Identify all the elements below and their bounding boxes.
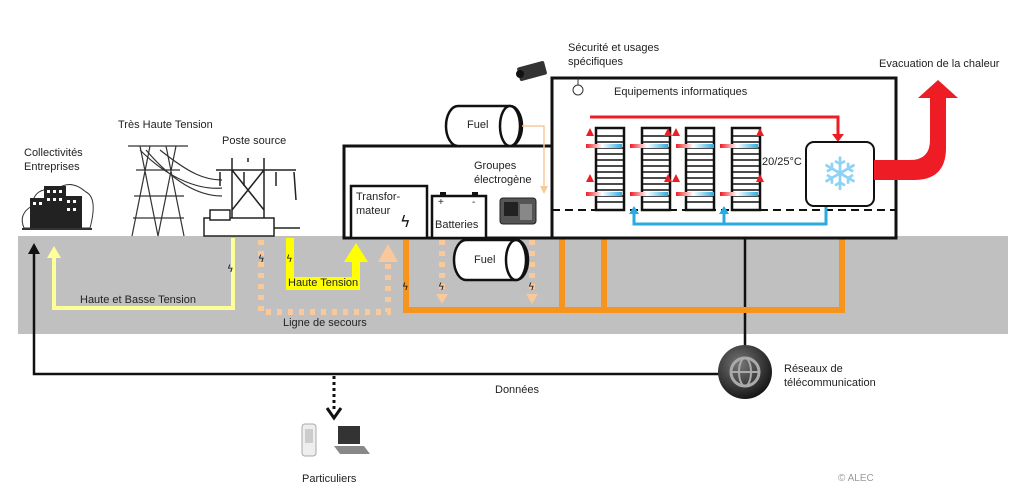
temperature-label: 20/25°C [762,156,802,168]
hot-air-arrow [756,174,764,182]
transformer-lightning-icon: ϟ [400,212,411,231]
equipements-label: Equipements informatiques [614,86,748,98]
lightning-icons: ϟ ϟ ϟ ϟ ϟ ϟ [227,254,535,293]
hot-air-arrow [756,128,764,136]
airflow-bar [586,192,622,196]
svg-text:ϟ: ϟ [438,282,445,293]
hot-air-arrow [664,174,672,182]
hot-air-arrow [672,174,680,182]
battery-plus-label: + [438,197,444,208]
server-rack [684,126,716,212]
svg-text:ϟ: ϟ [258,254,265,265]
cold-air-flow [632,206,828,226]
airflow-bar [586,144,622,148]
transformateur-label: Transfor-mateur [356,191,401,217]
fuel-top-label: Fuel [467,119,489,131]
laptop-icon [334,426,370,454]
transformer-box [349,184,429,240]
ligne-de-secours-label: Ligne de secours [283,317,367,329]
server-rack [730,126,762,212]
fuel-bottom-label: Fuel [474,254,496,266]
airflow-bar [676,144,714,148]
phone-icon [301,423,317,457]
poste-source-label: Poste source [222,135,287,147]
hot-air-arrow [586,128,594,136]
svg-text:ϟ: ϟ [227,264,234,275]
globe-icon [718,345,772,399]
fuel-feed-line [522,125,545,190]
fuel-tank-top [444,104,524,148]
evacuation-label: Evacuation de la chaleur [879,58,1000,70]
tres-haute-tension-label: Très Haute Tension [118,119,213,131]
haute-basse-tension-label: Haute et Basse Tension [80,294,196,306]
heat-evacuation-arrow [874,80,958,180]
hot-air-arrow [672,128,680,136]
haute-tension-label: Haute Tension [286,277,361,289]
generator-icon [499,197,537,225]
haute-basse-tension-line [47,238,235,310]
poste-source-icon [203,158,300,237]
batteries-box [430,194,488,240]
hot-air-arrow [664,128,672,136]
svg-text:ϟ: ϟ [402,282,409,293]
particuliers-label: Particuliers [302,473,357,485]
svg-text:ϟ: ϟ [286,254,293,265]
svg-text:ϟ: ϟ [528,282,535,293]
battery-minus-label: - [472,197,476,208]
camera-icon [516,61,547,81]
snowflake-icon: ❄ [821,147,860,201]
airflow-bar [676,192,714,196]
donnees-label: Données [495,384,540,396]
hot-air-arrow [586,174,594,182]
airflow-bar [630,144,668,148]
server-racks [586,126,764,212]
server-rack [594,126,626,212]
ligne-de-secours [258,240,535,315]
pylon-icon [128,145,223,237]
fuel-tank-bottom [452,238,530,282]
airflow-bar [630,192,668,196]
hot-air-flow [590,115,840,136]
batteries-label: Batteries [435,219,479,231]
copyright-label: © ALEC [838,473,874,484]
secours-arrowhead [378,244,398,262]
buildings-icon [21,184,94,230]
server-rack [640,126,672,212]
airflow-bar [720,192,758,196]
light-bulb-icon [572,78,584,96]
airflow-bar [720,144,758,148]
particuliers-dotted-arrow [325,376,343,421]
